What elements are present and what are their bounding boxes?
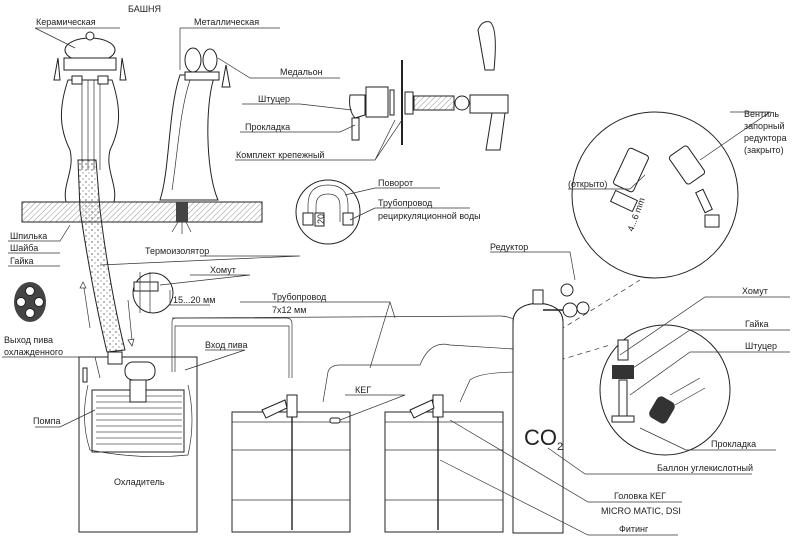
label-clamp-right: Хомут: [742, 286, 768, 296]
label-cooler: Охладитель: [114, 477, 165, 487]
label-washer: Шайба: [10, 243, 38, 253]
label-gasket-top: Прокладка: [245, 122, 290, 132]
label-valve-line4: (закрыто): [744, 145, 784, 155]
counter-slab: [21, 201, 263, 223]
valve-detail: [571, 111, 739, 279]
faucet-detail: [349, 21, 509, 151]
label-insulator: Термоизолятор: [145, 246, 209, 256]
cooler: [78, 351, 198, 533]
label-pipe-line2: 7x12 мм: [272, 305, 306, 315]
label-regulator: Редуктор: [490, 242, 528, 252]
flow-arrows: [79, 281, 135, 347]
label-fitting-top: Штуцер: [258, 94, 290, 104]
label-clamp-left: Хомут: [210, 265, 236, 275]
label-medallion: Медальон: [280, 67, 323, 77]
title: БАШНЯ: [128, 4, 161, 14]
label-metal: Металлическая: [194, 17, 259, 27]
label-turn: Поворот: [378, 178, 413, 188]
label-valve-line1: Вентиль: [744, 109, 779, 119]
label-beer-out-line2: охлажденного: [4, 347, 63, 357]
label-recirc-line2: рециркуляционной воды: [378, 211, 481, 221]
label-co2: CO2: [524, 425, 563, 453]
label-beer-in: Вход пива: [205, 340, 247, 350]
keg-2: [384, 394, 504, 533]
label-nut-left: Гайка: [10, 256, 34, 266]
hose-cross-section: [14, 282, 46, 322]
label-keg-head: Головка КЕГ: [614, 491, 666, 501]
label-valve-line3: редуктора: [744, 133, 787, 143]
label-keg: КЕГ: [355, 385, 371, 395]
label-open: (открыто): [568, 179, 607, 189]
label-ceramic: Керамическая: [36, 17, 96, 27]
label-recirc-line1: Трубопровод: [378, 198, 433, 208]
label-fitting-right: Штуцер: [745, 341, 777, 351]
label-clamp-size: 15...20 мм: [173, 295, 215, 305]
fitting-detail: [599, 324, 731, 456]
metal-tower: [159, 47, 231, 234]
co2-cylinder: [512, 283, 590, 534]
label-stud: Шпилька: [10, 231, 47, 241]
label-fitting-bottom: Фитинг: [619, 524, 649, 534]
leader-lines: [2, 27, 790, 536]
clamp-detail: [132, 272, 174, 314]
label-cylinder: Баллон углекислотный: [657, 463, 753, 473]
label-mount-kit: Комплект крепежный: [236, 150, 324, 160]
label-valve-line2: запорный: [744, 121, 784, 131]
label-pump: Помпа: [33, 416, 61, 426]
label-keg-head-brand: MICRO MATIC, DSI: [601, 506, 681, 516]
recirculation-turn-detail: [295, 179, 361, 245]
label-nut-right: Гайка: [745, 319, 769, 329]
label-beer-out-line1: Выход пива: [4, 335, 53, 345]
label-gasket-right: Прокладка: [711, 439, 756, 449]
insulated-hose: [77, 159, 126, 353]
beer-lines: [171, 279, 641, 403]
label-pipe-line1: Трубопровод: [272, 292, 327, 302]
label-turn-size: 20: [316, 214, 326, 224]
ceramic-tower: [53, 31, 127, 203]
keg-1: [231, 394, 351, 533]
